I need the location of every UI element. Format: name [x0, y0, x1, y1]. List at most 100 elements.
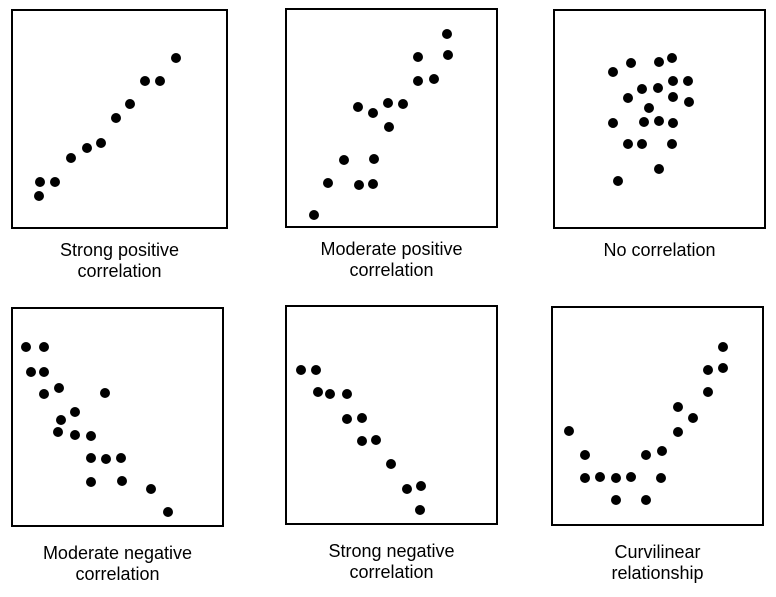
data-point — [140, 75, 151, 86]
data-point — [34, 190, 45, 201]
data-point — [100, 388, 111, 399]
data-point — [703, 387, 714, 398]
caption: No correlation — [553, 240, 766, 261]
caption-line: Moderate negative — [42, 543, 193, 563]
data-point — [369, 154, 380, 165]
caption-line: No correlation — [603, 240, 716, 260]
data-point — [20, 342, 31, 353]
data-point — [371, 434, 382, 445]
scatter-panel-moderate-negative: Moderate negative correlation — [11, 307, 224, 585]
plot-box — [285, 305, 498, 525]
data-point — [637, 139, 648, 150]
data-point — [667, 92, 678, 103]
data-point — [626, 58, 637, 69]
data-point — [666, 139, 677, 150]
data-point — [170, 53, 181, 64]
data-point — [413, 52, 424, 63]
caption-line: correlation — [77, 261, 162, 281]
plot-box — [11, 307, 224, 527]
data-point — [607, 66, 618, 77]
data-point — [325, 389, 336, 400]
data-point — [637, 83, 648, 94]
data-point — [54, 382, 65, 393]
data-point — [50, 176, 61, 187]
data-point — [654, 56, 665, 67]
data-point — [356, 435, 367, 446]
data-point — [654, 164, 665, 175]
scatter-panel-no-correlation: No correlation — [553, 9, 766, 261]
data-point — [595, 471, 606, 482]
data-point — [688, 412, 699, 423]
data-point — [655, 472, 666, 483]
data-point — [35, 176, 46, 187]
data-point — [397, 99, 408, 110]
caption: Strong positive correlation — [11, 240, 228, 282]
scatter-panel-moderate-positive: Moderate positive correlation — [285, 8, 498, 281]
data-point — [641, 495, 652, 506]
data-point — [25, 366, 36, 377]
caption: Curvilinear relationship — [551, 542, 764, 584]
data-point — [386, 459, 397, 470]
data-point — [295, 364, 306, 375]
scatter-panel-curvilinear: Curvilinear relationship — [551, 306, 764, 584]
data-point — [703, 364, 714, 375]
data-point — [56, 415, 67, 426]
data-point — [311, 364, 322, 375]
data-point — [667, 75, 678, 86]
caption-line: correlation — [349, 562, 434, 582]
data-point — [368, 178, 379, 189]
data-point — [639, 117, 650, 128]
data-point — [341, 389, 352, 400]
data-point — [672, 402, 683, 413]
data-point — [610, 495, 621, 506]
data-point — [85, 476, 96, 487]
plot-box — [553, 9, 766, 229]
data-point — [441, 28, 452, 39]
data-point — [622, 93, 633, 104]
data-point — [401, 483, 412, 494]
data-point — [717, 342, 728, 353]
data-point — [39, 389, 50, 400]
data-point — [684, 97, 695, 108]
caption: Moderate positive correlation — [285, 239, 498, 281]
data-point — [610, 472, 621, 483]
data-point — [672, 426, 683, 437]
data-point — [429, 73, 440, 84]
data-point — [416, 480, 427, 491]
data-point — [146, 483, 157, 494]
data-point — [65, 153, 76, 164]
plot-box — [285, 8, 498, 228]
data-point — [155, 75, 166, 86]
data-point — [625, 471, 636, 482]
caption-line: Strong positive — [59, 240, 180, 260]
caption-line: correlation — [349, 260, 434, 280]
data-point — [683, 75, 694, 86]
data-point — [612, 175, 623, 186]
plot-box — [11, 9, 228, 229]
data-point — [85, 453, 96, 464]
data-point — [353, 179, 364, 190]
caption: Moderate negative correlation — [11, 543, 224, 585]
data-point — [39, 342, 50, 353]
data-point — [641, 450, 652, 461]
caption-line: Moderate positive — [320, 239, 463, 259]
plot-box — [551, 306, 764, 526]
data-point — [352, 102, 363, 113]
data-point — [717, 362, 728, 373]
caption-line: Strong negative — [328, 541, 455, 561]
data-point — [341, 414, 352, 425]
data-point — [308, 210, 319, 221]
data-point — [69, 407, 80, 418]
data-point — [644, 103, 655, 114]
data-point — [323, 177, 334, 188]
data-point — [442, 50, 453, 61]
data-point — [101, 454, 112, 465]
caption: Strong negative correlation — [285, 541, 498, 583]
data-point — [607, 117, 618, 128]
data-point — [666, 53, 677, 64]
data-point — [69, 429, 80, 440]
scatter-panel-strong-positive: Strong positive correlation — [11, 9, 228, 282]
data-point — [563, 425, 574, 436]
data-point — [413, 75, 424, 86]
